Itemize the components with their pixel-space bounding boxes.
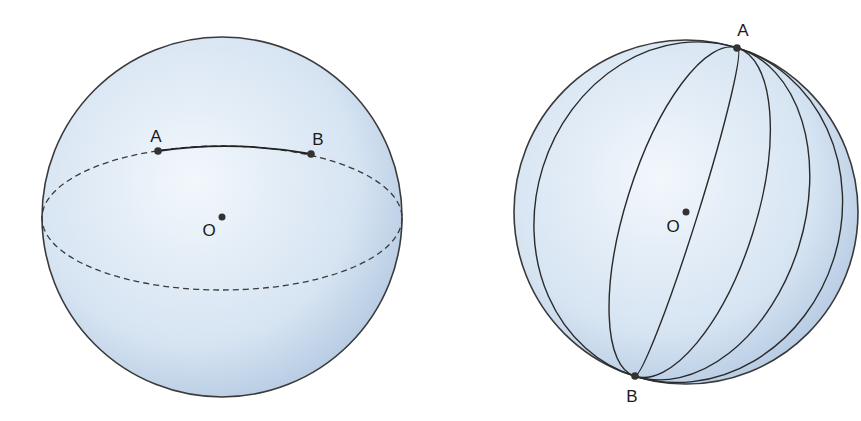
center-dot bbox=[683, 209, 690, 216]
geodesic-arc bbox=[158, 146, 311, 154]
center-dot bbox=[219, 214, 226, 221]
point-dot bbox=[154, 147, 162, 155]
meridian bbox=[635, 48, 861, 421]
point-label: B bbox=[626, 388, 637, 405]
center-label: O bbox=[202, 222, 215, 239]
sphere-outline bbox=[42, 37, 402, 397]
point-label: A bbox=[737, 22, 748, 39]
meridian bbox=[577, 30, 737, 376]
meridian bbox=[491, 3, 737, 376]
meridian bbox=[635, 48, 749, 380]
equator-dashed bbox=[42, 146, 402, 290]
meridian bbox=[635, 48, 805, 397]
center-label: O bbox=[666, 218, 679, 235]
meridian bbox=[635, 48, 850, 412]
point-dot bbox=[733, 44, 741, 52]
meridians bbox=[491, 3, 861, 421]
point-dot bbox=[307, 150, 315, 158]
point-label: A bbox=[150, 128, 161, 145]
point-label: B bbox=[312, 131, 323, 148]
point-dot bbox=[631, 372, 639, 380]
